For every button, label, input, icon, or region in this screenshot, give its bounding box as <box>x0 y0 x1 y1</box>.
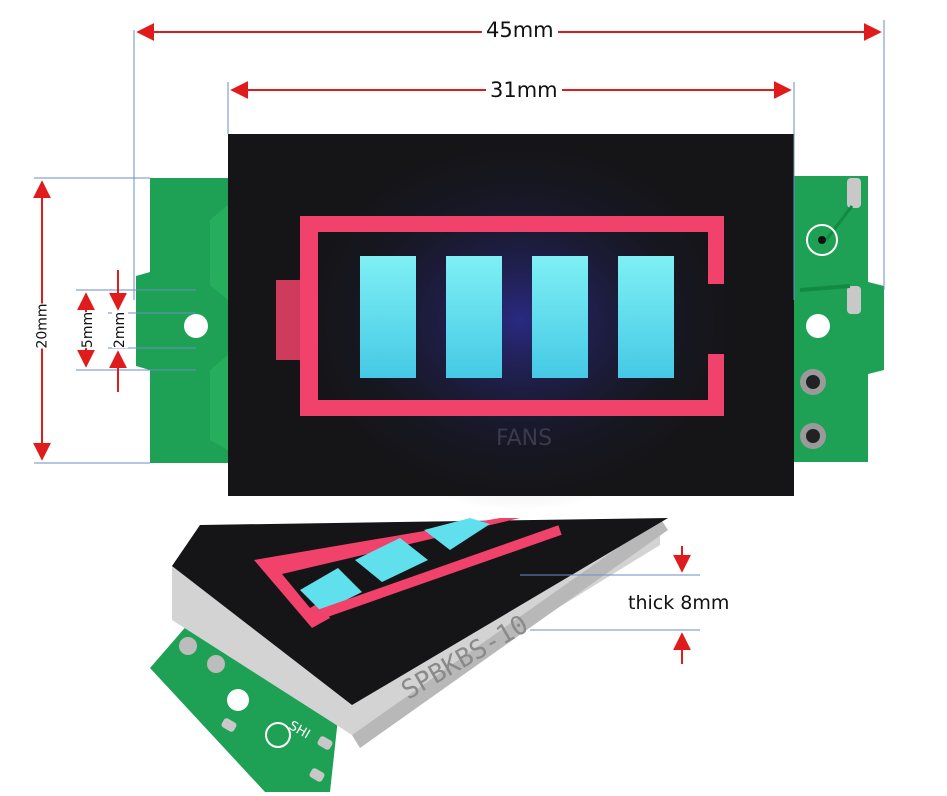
battery-terminal <box>276 280 306 360</box>
charge-bar-4 <box>618 256 674 378</box>
via-ring <box>806 224 838 256</box>
dim-height: 20mm <box>34 303 51 349</box>
solder-pad <box>847 286 861 314</box>
dim-hole-span: 5mm <box>80 311 97 349</box>
dim-total-width: 45mm <box>482 18 558 42</box>
watermark-text: FANS <box>496 426 552 451</box>
dim-thickness: thick 8mm <box>628 592 730 614</box>
pcb-right-tab <box>790 176 884 462</box>
pcb-left-tab <box>136 178 228 463</box>
mounting-hole <box>184 314 208 338</box>
charge-bar-3 <box>532 256 588 378</box>
charge-bar-1 <box>360 256 416 378</box>
solder-pad <box>847 178 861 208</box>
display-face <box>228 130 794 510</box>
dim-display-width: 31mm <box>486 78 562 102</box>
tilted-module <box>150 518 668 792</box>
charge-bar-2 <box>446 256 502 378</box>
mounting-hole <box>806 314 830 338</box>
dim-hole-diameter: 2mm <box>112 311 129 349</box>
